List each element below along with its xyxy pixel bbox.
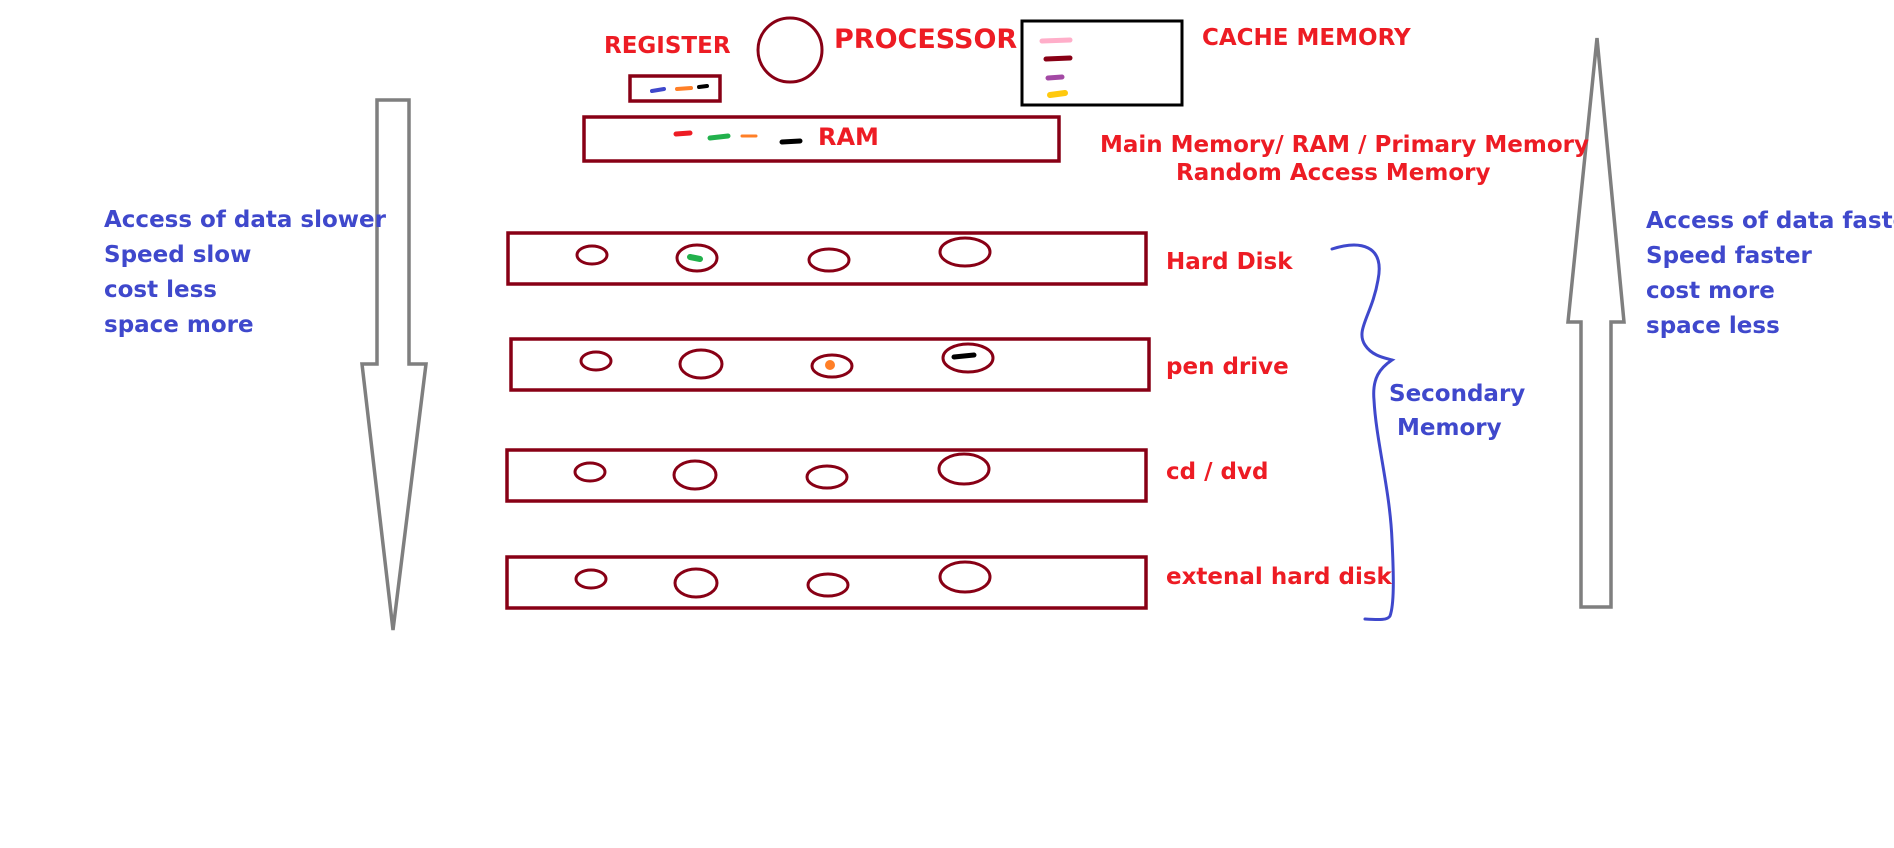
note-space-less: space less — [1646, 313, 1780, 339]
external-hard-disk-label: extenal hard disk — [1166, 564, 1392, 590]
cd-dvd-box — [505, 448, 1148, 503]
note-speed-slow: Speed slow — [104, 242, 252, 268]
hard-disk-box — [506, 231, 1148, 286]
ram-label: RAM — [818, 123, 879, 151]
register-label: REGISTER — [604, 33, 731, 59]
ram-box — [582, 115, 1061, 163]
right-notes: Access of data faster Speed faster cost … — [1646, 204, 1894, 344]
note-speed-faster: Speed faster — [1646, 243, 1812, 269]
ram-data-marks — [673, 130, 803, 145]
main-memory-label: Main Memory/ RAM / Primary Memory — [1100, 132, 1589, 158]
down-arrow-icon — [360, 98, 428, 631]
register-data-marks — [650, 84, 709, 93]
note-access-slower: Access of data slower — [104, 207, 386, 233]
processor-label: PROCESSOR — [834, 24, 1018, 55]
note-cost-less: cost less — [104, 277, 217, 303]
register-box — [628, 74, 722, 103]
up-arrow-icon — [1566, 37, 1626, 609]
external-hard-disk-box — [505, 555, 1148, 610]
note-space-more: space more — [104, 312, 254, 338]
hard-disk-label: Hard Disk — [1166, 249, 1293, 275]
cache-data-marks — [1039, 37, 1073, 98]
pen-drive-box — [509, 337, 1151, 392]
random-access-memory-label: Random Access Memory — [1176, 160, 1491, 186]
processor-circle — [756, 16, 824, 84]
note-cost-more: cost more — [1646, 278, 1775, 304]
curly-brace-icon — [1330, 243, 1396, 622]
cd-dvd-label: cd / dvd — [1166, 459, 1269, 485]
cache-memory-label: CACHE MEMORY — [1202, 25, 1411, 51]
secondary-memory-label-line1: Secondary — [1389, 381, 1526, 407]
secondary-memory-label-line2: Memory — [1397, 415, 1502, 441]
left-notes: Access of data slower Speed slow cost le… — [104, 203, 386, 343]
cache-memory-box — [1020, 19, 1184, 107]
pen-drive-label: pen drive — [1166, 354, 1289, 380]
note-access-faster: Access of data faster — [1646, 208, 1894, 234]
